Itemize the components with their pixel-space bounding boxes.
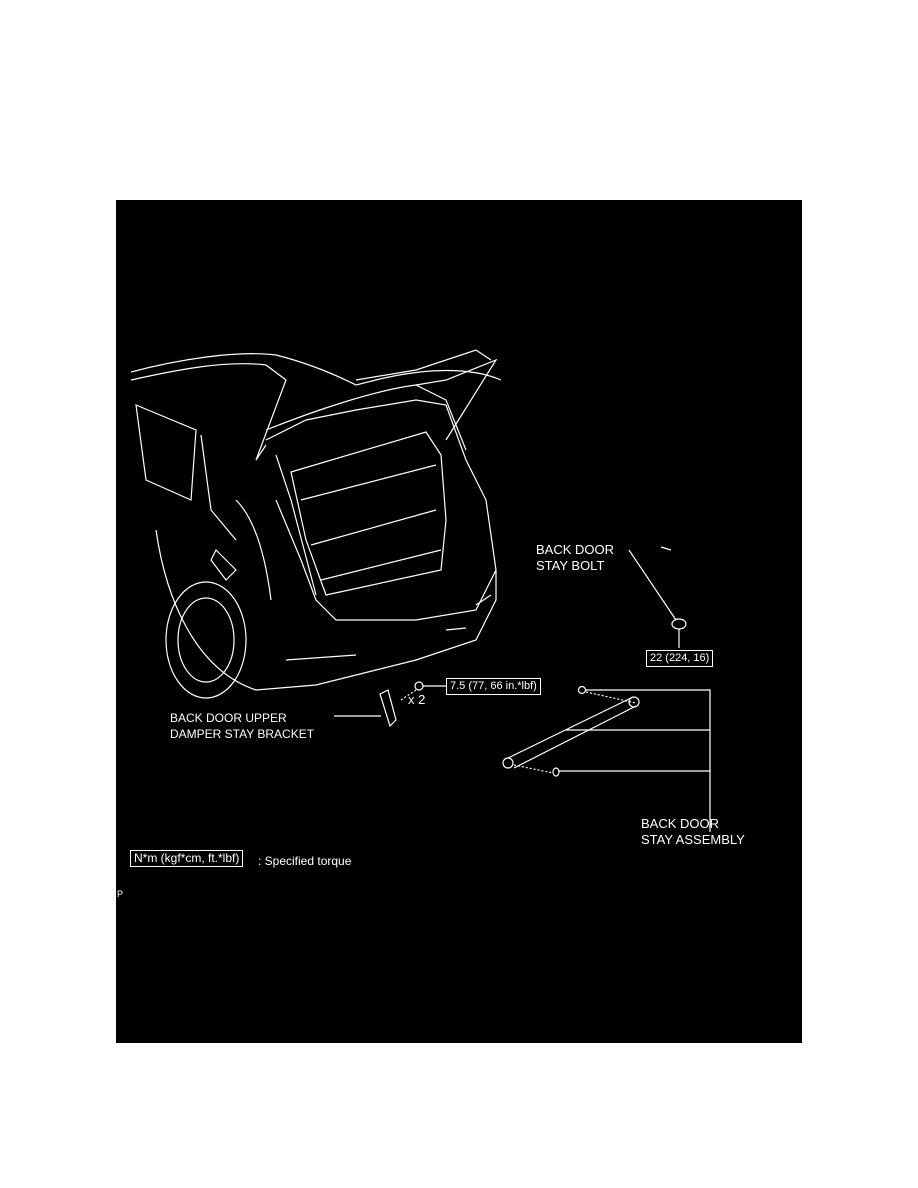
label-line: BACK DOOR (641, 816, 720, 831)
stay-bolt-label: BACK DOOR STAY BOLT (536, 542, 614, 574)
label-line: BACK DOOR UPPER (170, 711, 287, 725)
torque-legend-text: : Specified torque (258, 854, 352, 868)
torque-unit-box: N*m (kgf*cm, ft.*lbf) (130, 850, 244, 867)
stay-assembly-label: BACK DOOR STAY ASSEMBLY (641, 816, 745, 848)
diagram-panel: BACK DOOR STAY BOLT 22 (224, 16) 7.5 (77… (116, 200, 802, 1043)
upper-bracket-label: BACK DOOR UPPER DAMPER STAY BRACKET (170, 710, 314, 742)
label-line: STAY ASSEMBLY (641, 832, 745, 847)
car-illustration (130, 349, 711, 832)
corner-mark: P (117, 889, 124, 899)
stay-bolt-torque: 22 (224, 16) (646, 650, 714, 667)
label-line: DAMPER STAY BRACKET (170, 727, 315, 741)
label-line: STAY BOLT (536, 558, 605, 573)
quantity-label: x 2 (408, 692, 426, 707)
bracket-bolt-torque: 7.5 (77, 66 in.*lbf) (446, 678, 541, 695)
label-line: BACK DOOR (536, 542, 615, 557)
